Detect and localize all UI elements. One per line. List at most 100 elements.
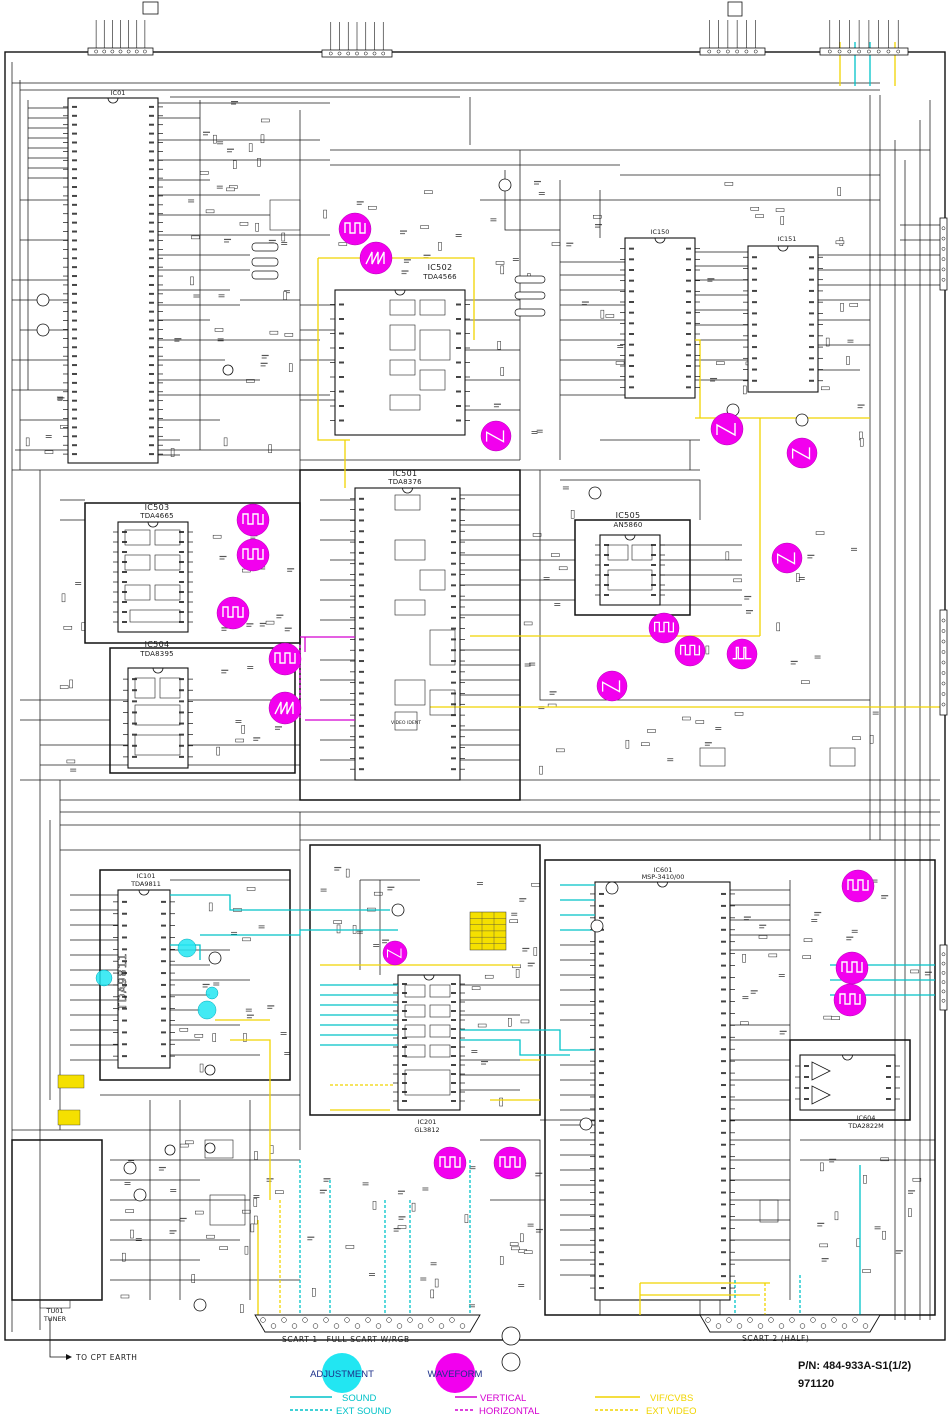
connector-pin [941,257,946,261]
part-reference-mark [356,201,364,203]
resistor [869,734,874,744]
internal-block [759,1199,779,1223]
ic01-ref: IC01 [111,89,126,97]
part-reference-mark [202,131,210,133]
pin-number-mark [149,301,154,304]
part-value-mark [549,693,555,695]
legend-waveform-label: WAVEFORM [428,1369,483,1380]
vif-cvbs-trace [317,258,350,441]
pin-number-mark [161,936,166,939]
ic502-part: TDA4566 [422,273,457,281]
legend-ext-sound-label: EXT SOUND [336,1406,391,1417]
pin-number-mark [149,310,154,313]
part-value-mark [814,914,820,916]
signal-connector [514,308,546,317]
part-reference-mark [246,1014,254,1016]
part-reference-mark [814,911,822,914]
resistor [281,232,286,242]
scart-pin [705,1317,711,1323]
part-reference-mark [401,270,409,272]
resistor [61,593,66,603]
pin-number-mark [752,256,757,259]
pin-number-mark [72,453,77,456]
cpt-earth-label: TO CPT EARTH [75,1353,138,1362]
pin-number-mark [149,114,154,117]
connector-pin [744,49,749,54]
internal-block [404,984,426,998]
part-reference-mark [566,242,574,244]
connector-pin [941,702,946,707]
waveform-glyph [222,606,244,618]
pin-number-mark [721,1000,726,1003]
part-reference-mark [857,404,865,406]
ic150-ref: IC150 [651,228,670,236]
pin-number-mark [149,177,154,180]
pin-number-mark [599,1179,604,1182]
pin-number-mark [451,627,456,630]
pin-number-mark [72,328,77,331]
part-reference-mark [493,403,501,405]
resistor [240,1304,244,1313]
part-value-mark [908,1192,914,1194]
internal-block [429,1024,451,1038]
ic604-part: TDA2822M [847,1122,883,1130]
pin-number-mark [752,312,757,315]
part-value-mark [759,927,765,929]
pin-number-mark [339,390,344,393]
transistor-symbol [501,1326,521,1346]
part-reference-mark [398,1216,406,1218]
pin-number-mark [359,638,364,641]
resistor [821,386,830,391]
pin-number-mark [721,904,726,907]
resistor [268,444,272,454]
resistor [233,160,237,169]
resistor [345,868,350,878]
pin-number-mark [451,541,456,544]
edge-connector [939,944,948,1011]
pin-number-mark [161,948,166,951]
connector-pin [941,998,946,1003]
pin-number-mark [179,571,184,573]
pin-number-mark [72,435,77,438]
pin-number-mark [161,960,166,963]
pin-number-mark [149,239,154,242]
tuner-box [11,1139,103,1301]
part-reference-mark [522,947,530,950]
pin-number-mark [721,1167,726,1170]
pin-number-mark [451,605,456,608]
scart-pin [291,1323,298,1329]
pin-number-mark [122,960,127,963]
pin-number-mark [599,1203,604,1206]
resistor [345,1245,355,1249]
pin-number-mark [72,399,77,402]
ic503-chip [117,521,189,633]
internal-block [134,677,156,699]
pin-number-mark [359,757,364,760]
pin-number-mark [149,426,154,429]
part-value-mark [821,1260,827,1262]
waveform-glyph [732,646,752,660]
pin-number-mark [402,1055,407,1057]
resistor [558,566,568,571]
part-value-mark [924,974,930,976]
pin-number-mark [149,319,154,322]
resistor [499,1256,504,1265]
part-value-mark [226,151,232,153]
transistor-symbol [391,903,405,917]
resistor [411,1202,416,1212]
resistor [200,171,209,175]
legend-vertical-label: VERTICAL [480,1393,526,1404]
part-reference-mark [202,983,210,986]
resistor [742,954,746,963]
signal-connector [514,275,546,284]
pin-number-mark [359,541,364,544]
pin-number-mark [599,1167,604,1170]
pin-number-mark [456,318,461,320]
legend-adjustment-label: ADJUSTMENT [310,1369,374,1380]
pin-number-mark [132,733,137,736]
pin-number-mark [149,337,154,340]
resistor [758,935,768,939]
ic-notch [423,974,435,981]
part-reference-mark [268,239,276,242]
pin-number-mark [599,940,604,943]
